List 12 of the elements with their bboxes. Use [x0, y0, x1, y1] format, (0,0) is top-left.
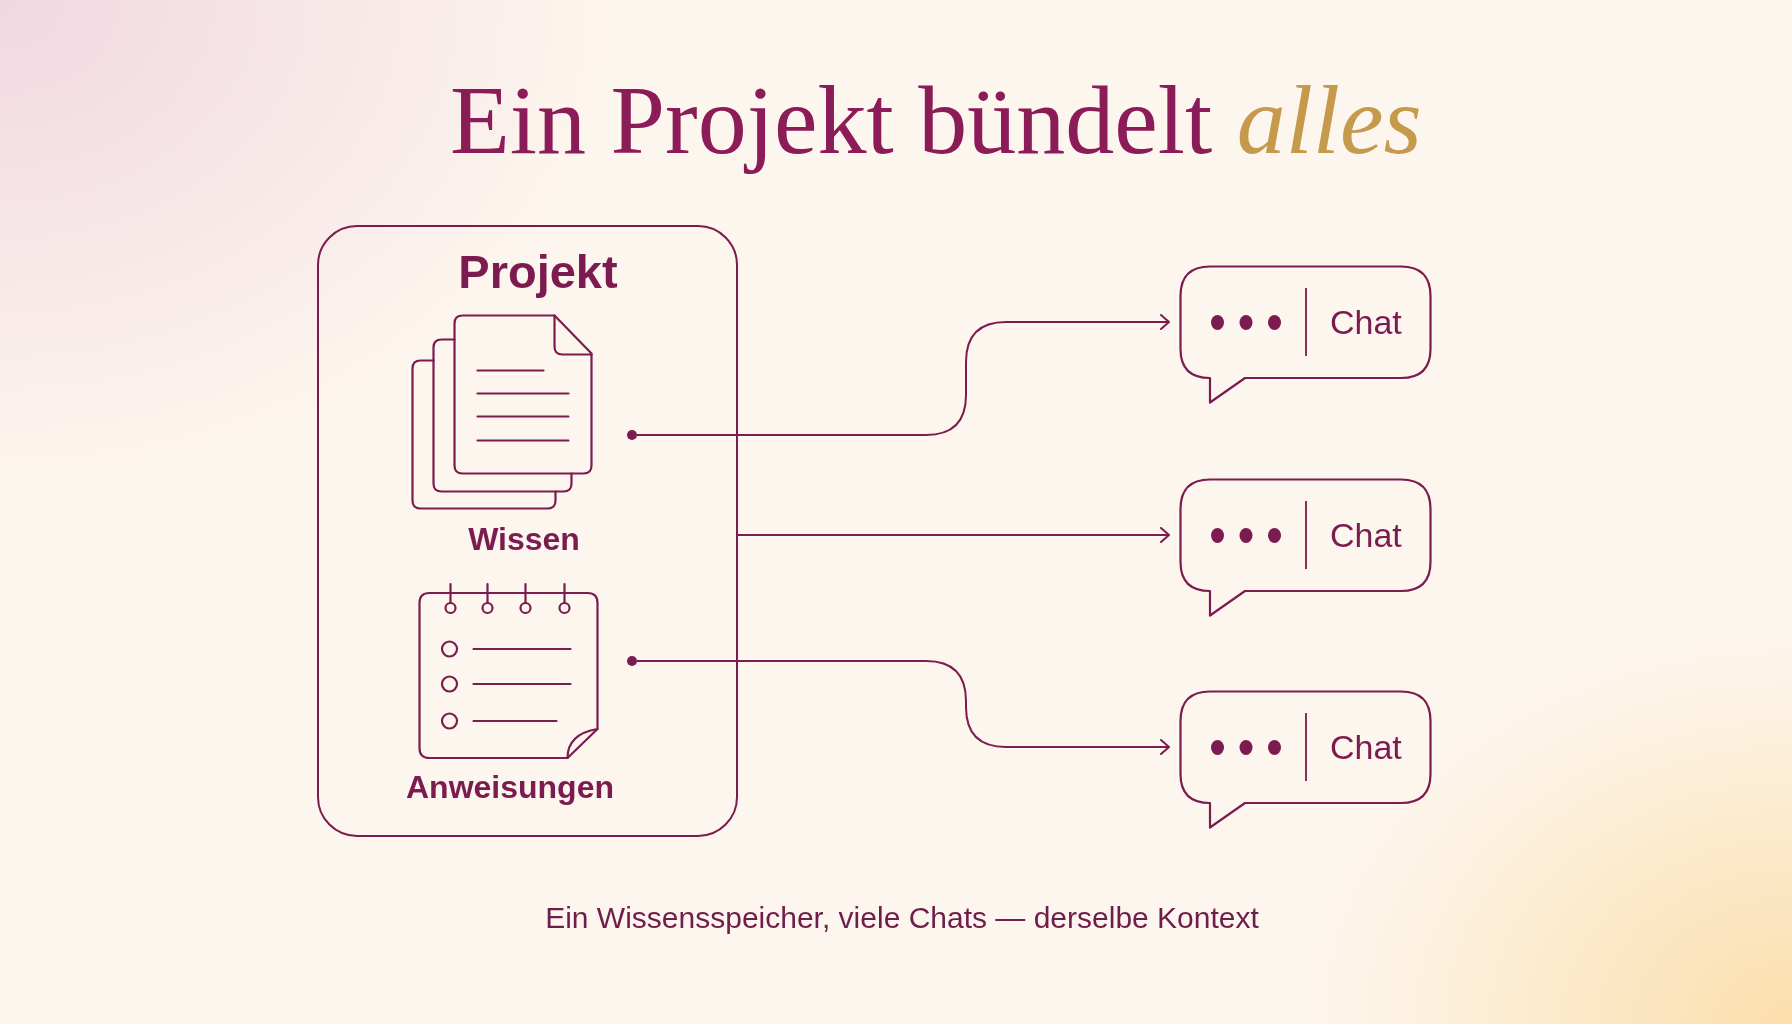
title: Ein Projekt bündelt alles — [450, 65, 1422, 176]
caption: Ein Wissensspeicher, viele Chats — derselbe Kontext — [545, 900, 1259, 936]
container-heading: Projekt — [458, 244, 618, 300]
chat-label: Chat — [1330, 515, 1402, 555]
connector-arrow — [636, 314, 1170, 436]
item-label: Wissen — [468, 520, 580, 559]
connector-arrow — [636, 660, 1170, 755]
chat-label: Chat — [1330, 302, 1402, 342]
chat-label: Chat — [1330, 727, 1402, 767]
connector-arrow — [737, 527, 1170, 543]
item-label: Anweisungen — [406, 768, 614, 807]
project-container — [317, 225, 738, 837]
